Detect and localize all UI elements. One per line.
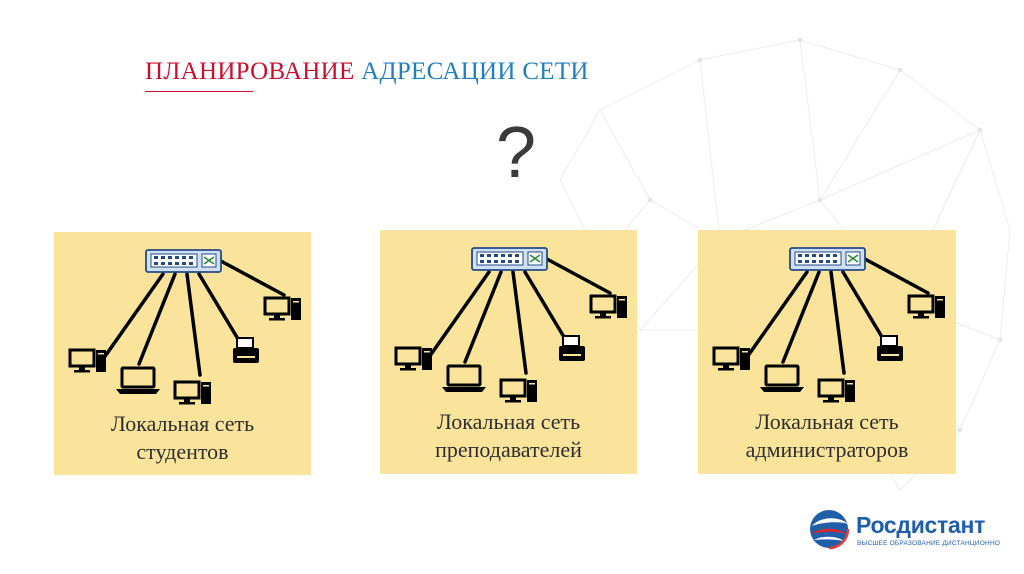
title-part-red: ПЛАНИРОВАНИЕ bbox=[145, 58, 355, 85]
slide-title: ПЛАНИРОВАНИЕ АДРЕСАЦИИ СЕТИ bbox=[145, 58, 589, 86]
caption-line1: Локальная сеть bbox=[755, 409, 899, 434]
title-part-blue: АДРЕСАЦИИ СЕТИ bbox=[361, 58, 589, 85]
desktop-computer-icon bbox=[712, 346, 750, 371]
desktop-computer-icon bbox=[263, 296, 301, 321]
question-mark: ? bbox=[495, 113, 537, 193]
printer-icon bbox=[233, 337, 259, 363]
network-diagram bbox=[712, 247, 945, 403]
caption-line2: студентов bbox=[136, 439, 229, 464]
title-underline bbox=[145, 91, 253, 92]
switch-icon bbox=[789, 247, 866, 271]
caption-line1: Локальная сеть bbox=[110, 411, 255, 436]
panel-caption: Локальная сеть администраторов bbox=[698, 408, 956, 464]
connection-lines bbox=[743, 256, 930, 375]
laptop-icon bbox=[442, 364, 486, 392]
network-diagram bbox=[68, 249, 301, 405]
switch-icon bbox=[145, 249, 222, 273]
globe-logo-icon bbox=[808, 508, 850, 550]
desktop-computer-icon bbox=[68, 348, 106, 373]
printer-icon bbox=[559, 335, 585, 361]
desktop-computer-icon bbox=[499, 378, 537, 403]
printer-icon bbox=[877, 335, 903, 361]
network-panel-students: Локальная сеть студентов bbox=[54, 232, 311, 475]
desktop-computer-icon bbox=[817, 378, 855, 403]
connection-lines bbox=[425, 256, 612, 375]
rosdistant-logo: Росдистант ВЫСШЕЕ ОБРАЗОВАНИЕ ДИСТАНЦИОН… bbox=[806, 504, 1000, 554]
desktop-computer-icon bbox=[907, 294, 945, 319]
connection-lines bbox=[99, 258, 286, 377]
panel-caption: Локальная сеть преподавателей bbox=[380, 408, 637, 464]
logo-name: Росдистант bbox=[856, 512, 986, 538]
network-diagram bbox=[394, 247, 627, 403]
desktop-computer-icon bbox=[173, 380, 211, 405]
desktop-computer-icon bbox=[394, 346, 432, 371]
caption-line2: администраторов bbox=[745, 437, 909, 462]
panel-caption: Локальная сеть студентов bbox=[54, 410, 311, 466]
network-panel-administrators: Локальная сеть администраторов bbox=[698, 230, 956, 474]
desktop-computer-icon bbox=[589, 294, 627, 319]
caption-line2: преподавателей bbox=[435, 437, 582, 462]
laptop-icon bbox=[116, 366, 160, 394]
caption-line1: Локальная сеть bbox=[436, 409, 581, 434]
laptop-icon bbox=[760, 364, 804, 392]
switch-icon bbox=[471, 247, 548, 271]
logo-tagline: ВЫСШЕЕ ОБРАЗОВАНИЕ ДИСТАНЦИОННО bbox=[857, 540, 1001, 547]
network-panel-teachers: Локальная сеть преподавателей bbox=[380, 230, 637, 474]
